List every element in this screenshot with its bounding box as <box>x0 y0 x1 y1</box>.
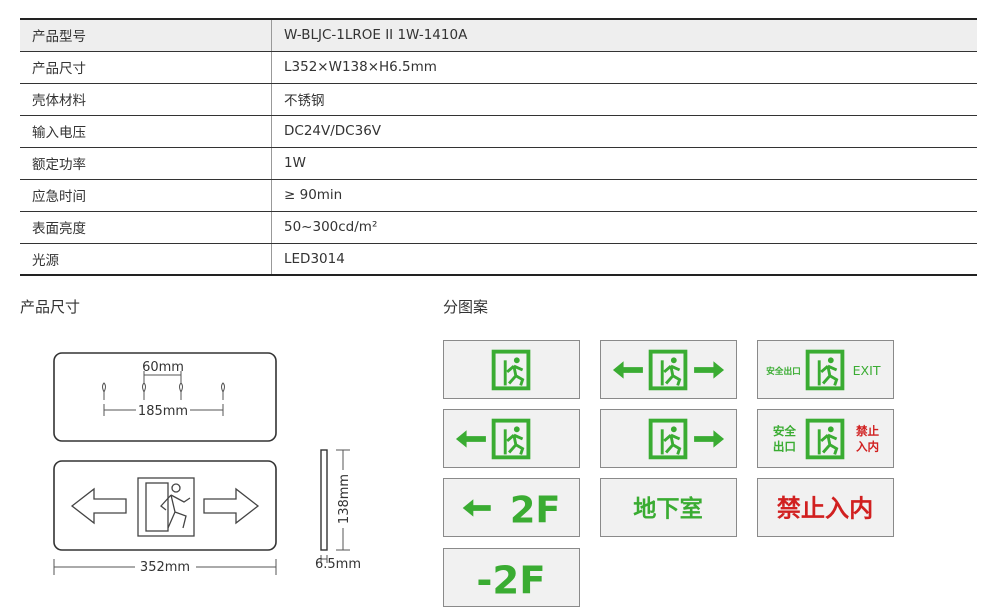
side-view-outline <box>320 449 328 551</box>
spec-value: 50~300cd/m² <box>271 211 977 244</box>
arrow-right-icon <box>203 487 260 525</box>
spec-value: 1W <box>271 147 977 180</box>
pattern-safe-exit-en: 安全出口 EXIT <box>757 340 894 399</box>
no-entry-line2: 入内 <box>856 440 879 454</box>
thickness-label: 6.5mm <box>315 557 361 572</box>
pattern-safe-exit-no-entry: 安全 出口 禁止 入内 <box>757 409 894 468</box>
spec-key: 光源 <box>20 243 272 276</box>
dimension-drawing: 60mm 185mm 352mm 138mm 6.5mm <box>53 352 361 575</box>
spec-value: L352×W138×H6.5mm <box>271 51 977 84</box>
floor-2f-label: 2F <box>510 488 561 531</box>
pattern-arrow-2f: 2F <box>443 478 580 537</box>
arrow-right-icon <box>694 430 725 448</box>
exit-en-label: EXIT <box>853 363 881 378</box>
mount-spacing-label: 185mm <box>138 404 188 419</box>
safe-exit-label: 安全出口 <box>766 365 801 377</box>
width-label: 138mm <box>337 474 352 524</box>
safe-exit-line1: 安全 <box>773 424 797 438</box>
spec-value: DC24V/DC36V <box>271 115 977 148</box>
spec-value: W-BLJC-1LROE II 1W-1410A <box>271 18 977 52</box>
table-row: 应急时间≥ 90min <box>20 179 977 212</box>
arrow-left-icon <box>455 430 486 448</box>
back-view-outline <box>53 352 277 442</box>
pattern-exit-both-arrows <box>600 340 737 399</box>
spec-key: 表面亮度 <box>20 211 272 244</box>
floor-label: -2F <box>476 558 545 603</box>
arrow-right-icon <box>694 361 725 379</box>
pattern-exit <box>443 340 580 399</box>
pattern-basement: 地下室 <box>600 478 737 537</box>
dimensions-title: 产品尺寸 <box>20 298 81 316</box>
arrow-left-icon <box>612 361 643 379</box>
hole-spacing-label: 60mm <box>142 360 184 375</box>
table-row: 壳体材料不锈钢 <box>20 83 977 116</box>
safe-exit-line2: 出口 <box>773 440 796 454</box>
running-man-icon <box>491 418 531 460</box>
no-entry-label: 禁止入内 <box>777 495 874 523</box>
arrow-left-icon <box>462 499 491 517</box>
spec-key: 额定功率 <box>20 147 272 180</box>
length-label: 352mm <box>140 560 190 575</box>
patterns-title: 分图案 <box>443 298 489 316</box>
spec-value: LED3014 <box>271 243 977 276</box>
pattern-no-entry: 禁止入内 <box>757 478 894 537</box>
running-man-icon <box>648 418 688 460</box>
pattern-exit-left <box>443 409 580 468</box>
spec-key: 产品型号 <box>20 18 272 52</box>
arrow-left-icon <box>70 487 127 525</box>
spec-value: 不锈钢 <box>271 83 977 116</box>
spec-key: 应急时间 <box>20 179 272 212</box>
running-man-icon <box>805 349 845 391</box>
running-man-icon <box>491 349 531 391</box>
basement-label: 地下室 <box>633 496 703 523</box>
spec-key: 产品尺寸 <box>20 51 272 84</box>
pattern-exit-right <box>600 409 737 468</box>
running-man-icon <box>648 349 688 391</box>
running-man-icon <box>805 418 845 460</box>
no-entry-line1: 禁止 <box>856 424 880 438</box>
spec-key: 输入电压 <box>20 115 272 148</box>
pattern-floor-minus-2: -2F <box>443 548 580 607</box>
spec-key: 壳体材料 <box>20 83 272 116</box>
spec-value: ≥ 90min <box>271 179 977 212</box>
running-man-icon <box>137 477 195 537</box>
front-view-outline <box>53 460 277 551</box>
mount-hole-icon <box>102 382 225 400</box>
